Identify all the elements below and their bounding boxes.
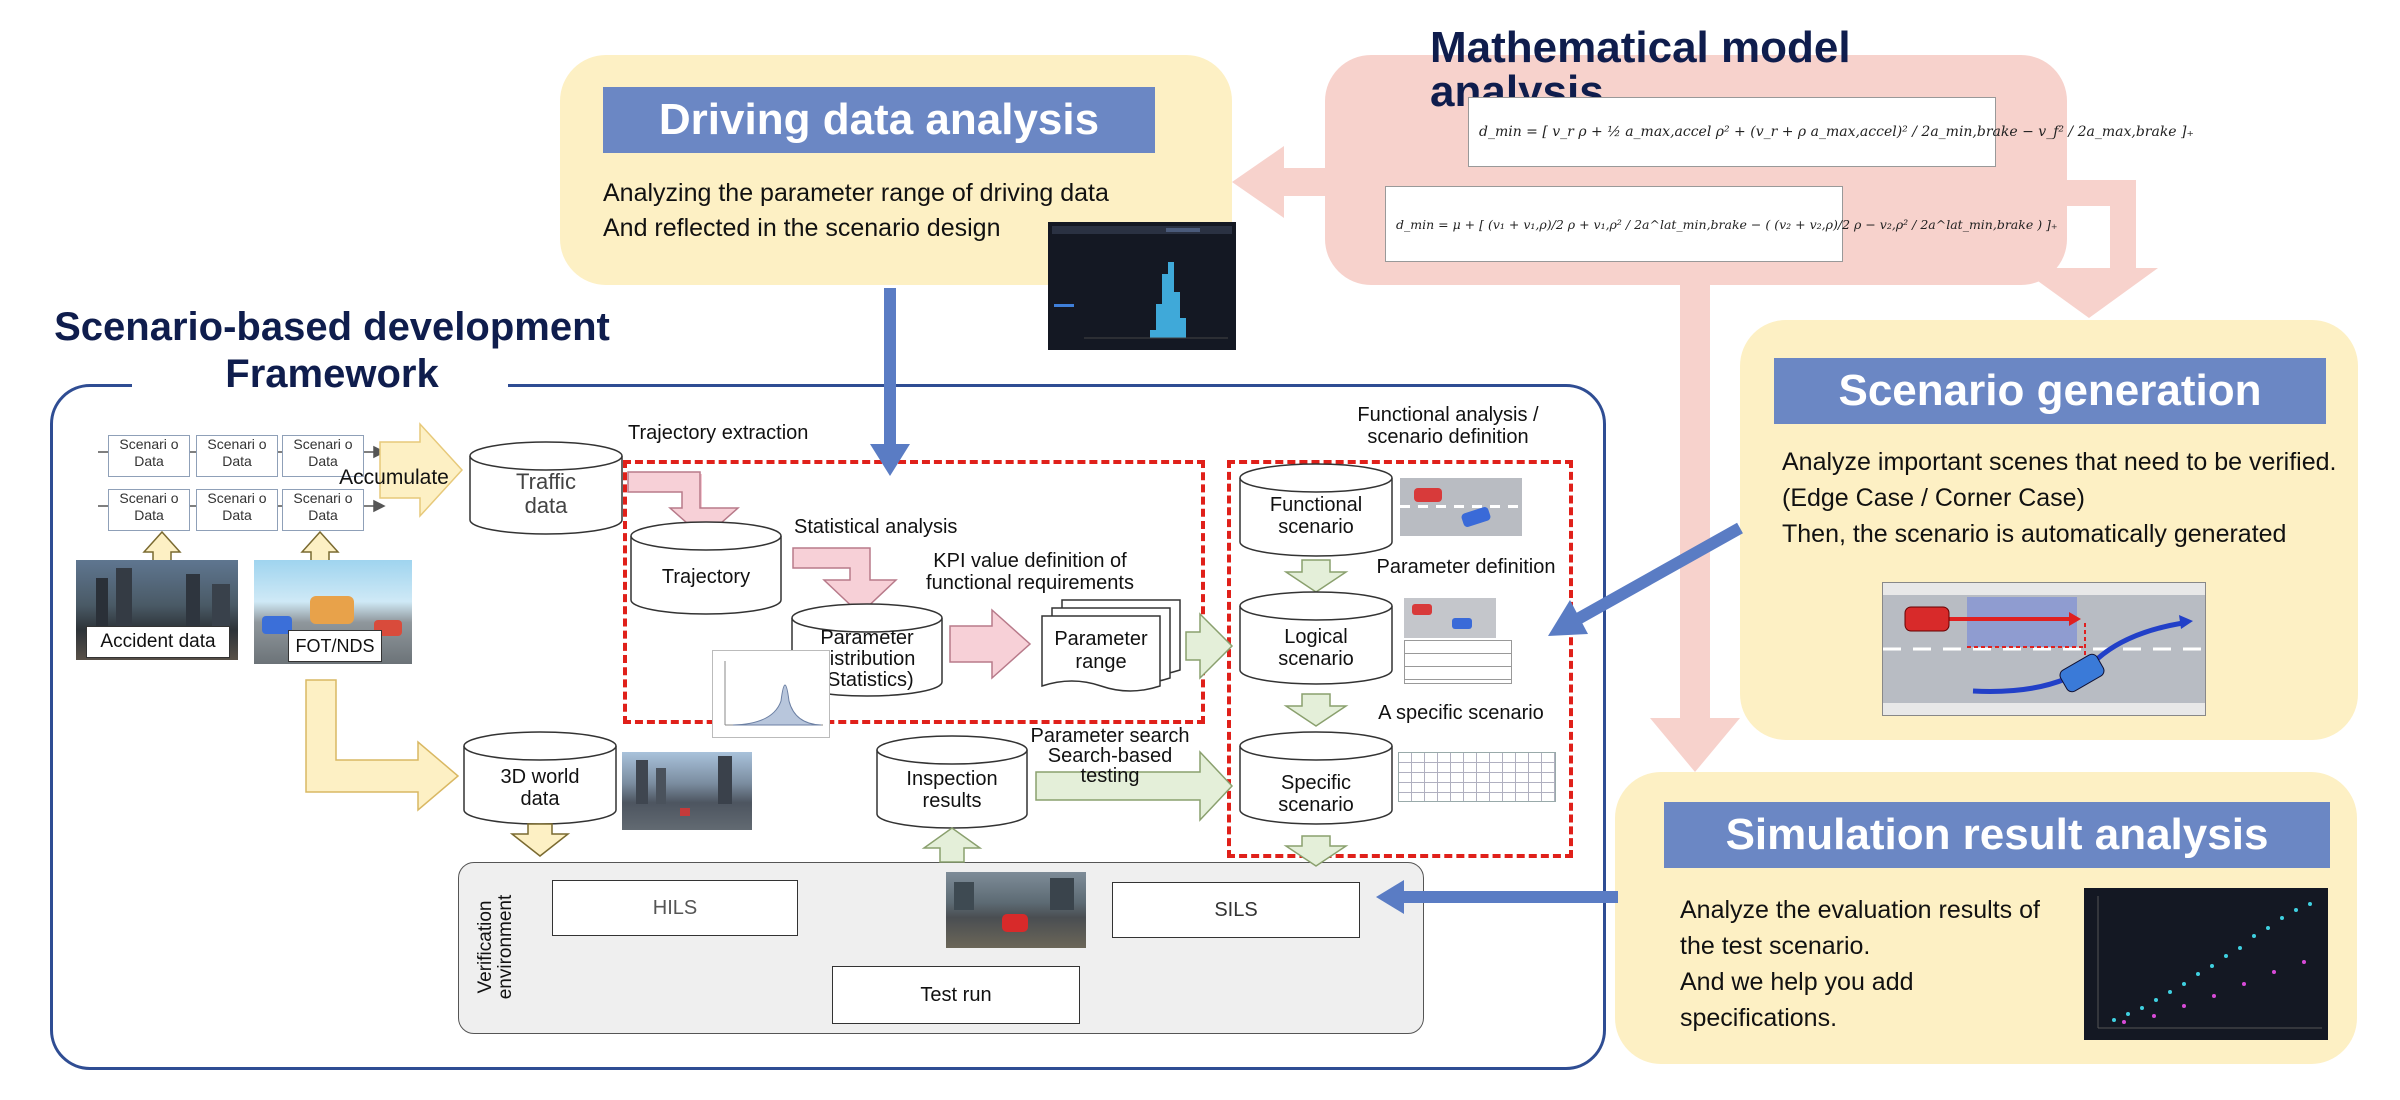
logical-scenario-line1: Logical — [1284, 626, 1348, 648]
histogram-icon — [1052, 226, 1232, 339]
functional-scenario-label: Functional scenario — [1240, 494, 1392, 538]
accumulate-label: Accumulate — [339, 466, 449, 489]
logical-road-thumbnail — [1404, 598, 1496, 638]
sils-box: SILS — [1112, 882, 1360, 938]
fot-nds-label: FOT/NDS — [288, 630, 382, 662]
traffic-data-line2: data — [524, 493, 568, 518]
scenario-gen-line-1: Analyze important scenes that need to be… — [1782, 448, 2337, 476]
param-search-line2: Search-based — [1047, 745, 1173, 767]
kpi-line1: KPI value definition of — [933, 550, 1127, 572]
scenario-dashed-box — [1227, 460, 1573, 858]
framework-frame — [50, 384, 1606, 1070]
accident-data-image: Accident data — [76, 560, 238, 660]
functional-scenario-line2: scenario — [1278, 516, 1354, 538]
param-dist-line2: distribution — [818, 648, 916, 670]
logical-scenario-line2: scenario — [1278, 648, 1354, 670]
inspection-results-label: Inspection results — [877, 768, 1027, 812]
param-search-line1: Parameter search — [1030, 725, 1190, 747]
specific-scenario-table — [1398, 752, 1556, 802]
scenario-data-box-4: Scenari o Data — [108, 489, 190, 531]
world-3d-image — [622, 752, 752, 830]
scenario-gen-line-3: Then, the scenario is automatically gene… — [1782, 520, 2287, 548]
functional-scenario-line1: Functional — [1269, 494, 1363, 516]
scenario-generation-title: Scenario generation — [1774, 358, 2326, 424]
specific-scenario-label: Specific scenario — [1240, 772, 1392, 816]
a-specific-scenario-label: A specific scenario — [1378, 702, 1544, 724]
verification-env-label: Verification environment — [475, 882, 516, 1012]
functional-def-label: Functional analysis / scenario definitio… — [1328, 404, 1568, 448]
scatter-icon — [2097, 896, 2322, 1029]
hils-box: HILS — [552, 880, 798, 936]
lane-change-icon — [1883, 583, 2205, 715]
param-dist-line3: (Statistics) — [820, 669, 914, 691]
logical-param-table — [1404, 640, 1512, 684]
scenario-data-box-5: Scenari o Data — [196, 489, 278, 531]
functional-road-thumbnail — [1400, 478, 1522, 536]
framework-title-bg — [132, 336, 508, 398]
specific-scenario-line2: scenario — [1278, 794, 1354, 816]
traffic-data-line1: Traffic — [516, 469, 576, 494]
inspection-line1: Inspection — [906, 768, 998, 790]
trajectory-extraction-label: Trajectory extraction — [628, 422, 809, 444]
specific-scenario-line1: Specific — [1280, 772, 1352, 794]
param-search-line3: testing — [1080, 765, 1140, 787]
trajectory-label: Trajectory — [661, 566, 751, 588]
scenario-data-box-3: Scenari o Data — [282, 435, 364, 477]
scenario-data-box-6: Scenari o Data — [282, 489, 364, 531]
math-model-title: Mathematical model analysis — [1430, 23, 1851, 116]
param-search-label: Parameter search Search-based testing — [1020, 726, 1200, 786]
param-range-line2: range — [1075, 651, 1127, 673]
world-data-line1: 3D world — [500, 766, 580, 788]
test-run-box: Test run — [832, 966, 1080, 1024]
driving-data-title: Driving data analysis — [603, 87, 1155, 153]
traffic-data-cylinder — [469, 441, 623, 535]
sils-racing-image — [946, 872, 1086, 948]
verification-env-line2: environment — [495, 894, 516, 1000]
functional-def-line1: Functional analysis / — [1357, 404, 1539, 426]
verification-env-line1: Verification — [475, 900, 496, 994]
param-range-label: Parameter range — [1042, 628, 1160, 674]
kpi-label: KPI value definition of functional requi… — [900, 550, 1160, 594]
driving-line-1: Analyzing the parameter range of driving… — [603, 179, 1109, 207]
fot-nds-image: FOT/NDS — [254, 560, 412, 664]
functional-def-line2: scenario definition — [1367, 426, 1529, 448]
scatter-plot-thumbnail — [2084, 888, 2328, 1040]
world-data-label: 3D world data — [464, 766, 616, 810]
simulation-line-4: specifications. — [1680, 1004, 1838, 1032]
driving-line-2: And reflected in the scenario design — [603, 214, 1001, 242]
logical-scenario-label: Logical scenario — [1240, 626, 1392, 670]
parameter-definition-label: Parameter definition — [1376, 556, 1556, 578]
simulation-line-1: Analyze the evaluation results of — [1680, 896, 2040, 924]
scenario-road-illustration — [1882, 582, 2206, 716]
world-data-line2: data — [520, 788, 560, 810]
param-dist-line1: Parameter — [820, 627, 914, 649]
framework-title-line1: Scenario-based development — [54, 305, 610, 349]
scenario-data-box-1: Scenari o Data — [108, 435, 190, 477]
kpi-line2: functional requirements — [926, 572, 1134, 594]
param-distribution-label: Parameter distribution (Statistics) — [792, 628, 942, 691]
bell-curve-icon — [724, 661, 823, 726]
framework-title-line2: Framework — [225, 352, 439, 396]
simulation-line-2: the test scenario. — [1680, 932, 1871, 960]
accident-data-label: Accident data — [86, 626, 230, 658]
param-range-line1: Parameter — [1054, 628, 1148, 650]
scenario-gen-line-2: (Edge Case / Corner Case) — [1782, 484, 2085, 512]
traffic-data-label: Traffic data — [470, 470, 622, 518]
simulation-title: Simulation result analysis — [1664, 802, 2330, 868]
inspection-line2: results — [922, 790, 982, 812]
probability-plot-thumbnail — [712, 650, 830, 738]
histogram-thumbnail — [1048, 222, 1236, 350]
analysis-dashed-box — [623, 460, 1205, 724]
simulation-line-3: And we help you add — [1680, 968, 1914, 996]
scenario-data-box-2: Scenari o Data — [196, 435, 278, 477]
statistical-analysis-label: Statistical analysis — [794, 516, 958, 538]
